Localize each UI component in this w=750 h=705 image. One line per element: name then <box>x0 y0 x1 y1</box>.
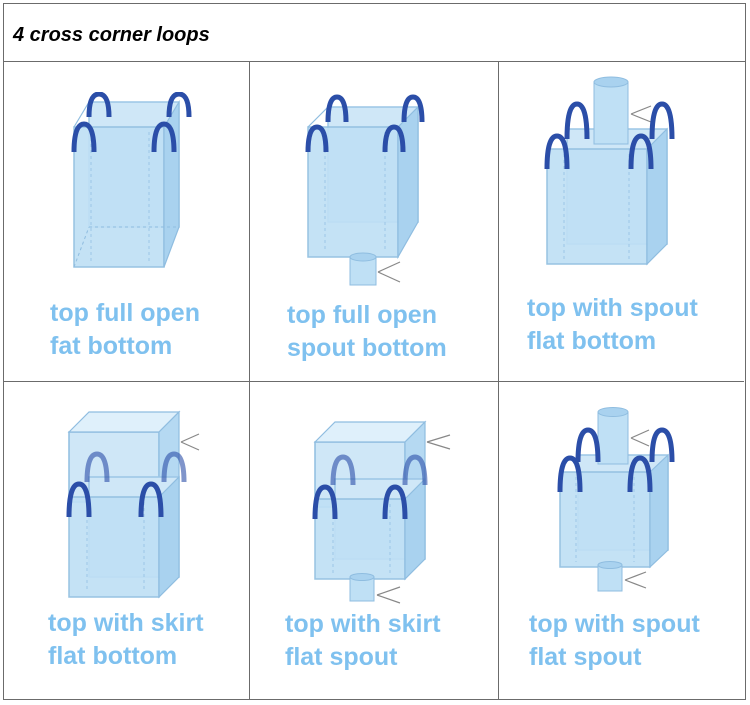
caption-line-1: top with skirt <box>285 610 441 638</box>
bag-cell-top-open-fat-bottom: top full open fat bottom <box>4 62 249 381</box>
bag-cell-top-spout-flat-spout: top with spout flat spout <box>499 382 744 699</box>
grid-divider <box>498 62 499 699</box>
caption-line-2: spout bottom <box>287 334 447 362</box>
title-row: 4 cross corner loops <box>4 4 745 62</box>
caption-line-1: top full open <box>50 299 200 327</box>
bag-cell-top-open-spout-bottom: top full open spout bottom <box>250 62 498 381</box>
caption-line-1: top with skirt <box>48 609 204 637</box>
caption-line-2: flat spout <box>285 643 398 671</box>
caption-line-1: top with spout <box>527 294 698 322</box>
caption-line-1: top full open <box>287 301 437 329</box>
bag-illustration <box>312 420 451 604</box>
table-title: 4 cross corner loops <box>13 24 210 46</box>
caption-line-2: flat bottom <box>48 642 178 670</box>
caption-line-2: flat bottom <box>527 327 657 355</box>
bag-cell-top-skirt-flat-spout: top with skirt flat spout <box>250 382 498 699</box>
bag-illustration <box>305 94 425 286</box>
bag-illustration <box>557 407 675 592</box>
bag-illustration <box>71 92 192 268</box>
grid-divider <box>249 62 250 699</box>
bag-illustration <box>66 410 200 599</box>
bag-types-table: 4 cross corner loops top full open fat b… <box>3 3 746 700</box>
caption-line-1: top with spout <box>529 610 700 638</box>
grid-divider <box>4 381 744 382</box>
caption-line-2: flat spout <box>529 643 642 671</box>
bag-cell-top-skirt-flat-bottom: top with skirt flat bottom <box>4 382 249 699</box>
bag-cell-top-spout-flat-bottom: top with spout flat bottom <box>499 62 744 381</box>
caption-line-2: fat bottom <box>50 332 173 360</box>
bag-illustration <box>544 76 675 266</box>
